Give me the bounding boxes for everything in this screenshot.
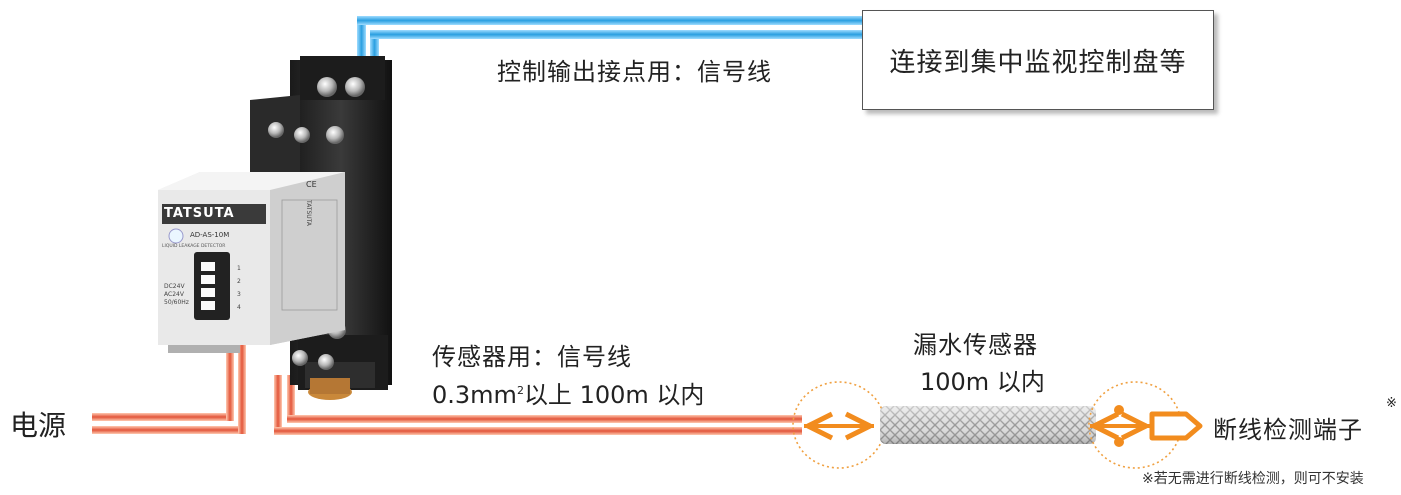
control-output-signal-wire <box>357 16 864 71</box>
terminal-number: 3 <box>237 291 241 298</box>
power-label: 电源 <box>10 409 67 442</box>
sensor-connector-left <box>792 381 886 469</box>
spec-suffix: 以上 100m 以内 <box>523 381 705 409</box>
terminal-number: 2 <box>237 278 241 285</box>
ce-mark: CE <box>306 180 317 189</box>
power-spec-line: AC24V <box>164 291 184 298</box>
spec-prefix: 0.3mm <box>432 381 517 409</box>
leak-sensor-cable <box>880 406 1096 444</box>
sensor-signal-line-spec: 0.3mm2以上 100m 以内 <box>432 375 704 410</box>
device-terminal-numbers: 1 2 3 4 <box>237 262 241 314</box>
power-spec-line: 50/60Hz <box>164 299 189 306</box>
device-brand-logo: TATSUTA <box>164 206 235 221</box>
sensor-signal-wire <box>274 375 802 435</box>
sensor-signal-line-title: 传感器用：信号线 <box>432 343 632 371</box>
monitoring-panel-label: 连接到集中监视控制盘等 <box>889 47 1187 78</box>
sensor-connector-right <box>1088 381 1203 469</box>
power-wire <box>92 340 246 434</box>
leak-sensor-length: 100m 以内 <box>920 368 1045 396</box>
leak-detector-module <box>158 172 345 353</box>
terminal-note-mark: ※ <box>1386 396 1397 411</box>
leak-sensor-title: 漏水传感器 <box>913 331 1038 359</box>
footnote: ※若无需进行断线检测，则可不安装 <box>1142 471 1364 487</box>
device-description-text: LIQUID LEAKAGE DETECTOR <box>162 244 226 249</box>
disconnection-terminal-label: 断线检测端子 <box>1213 416 1363 444</box>
disconnection-terminal-label-group: 断线检测端子 <box>1213 410 1363 445</box>
device-power-spec: DC24V AC24V 50/60Hz <box>164 283 189 307</box>
control-output-label: 控制输出接点用：信号线 <box>497 58 772 86</box>
monitoring-panel-box: 连接到集中监视控制盘等 <box>862 10 1214 110</box>
power-spec-line: DC24V <box>164 283 185 290</box>
terminal-number: 4 <box>237 304 241 311</box>
device-model-text: AD-AS-10M <box>190 231 230 239</box>
device-side-brand: TATSUTA <box>305 200 312 227</box>
terminal-number: 1 <box>237 265 241 272</box>
spec-superscript: 2 <box>516 384 524 397</box>
